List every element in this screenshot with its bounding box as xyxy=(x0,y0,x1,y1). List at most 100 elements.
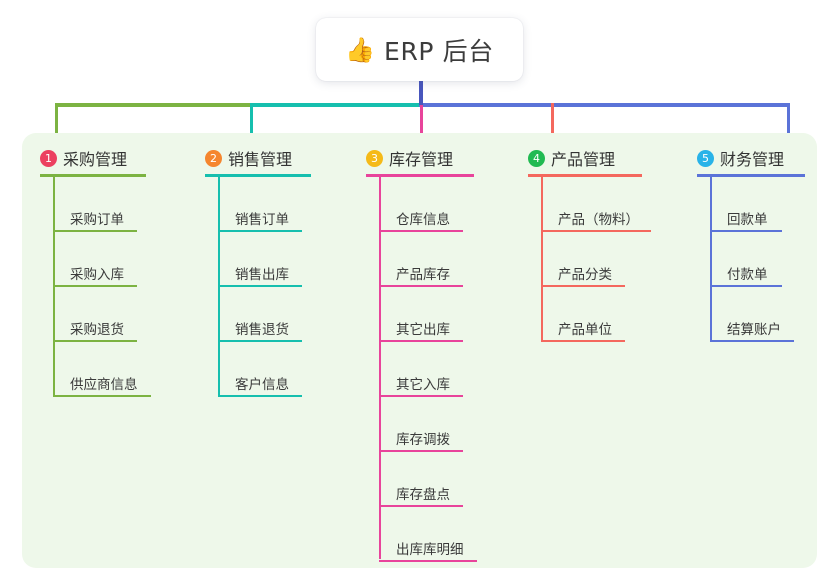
connector-stem-1 xyxy=(55,103,58,137)
connector-stem-4 xyxy=(551,103,554,137)
branch-header-rule xyxy=(697,174,805,177)
leaf-item[interactable]: 产品分类 xyxy=(528,232,642,287)
branch-header-rule xyxy=(40,174,146,177)
leaf-underline xyxy=(53,340,137,342)
leaf-label: 库存盘点 xyxy=(396,487,450,504)
leaf-item[interactable]: 仓库信息 xyxy=(366,177,474,232)
leaf-label: 回款单 xyxy=(727,212,768,229)
leaf-label: 供应商信息 xyxy=(70,377,138,394)
leaf-label: 产品单位 xyxy=(558,322,612,339)
leaf-label: 其它出库 xyxy=(396,322,450,339)
leaf-underline xyxy=(710,230,782,232)
leaf-item[interactable]: 采购退货 xyxy=(40,287,146,342)
leaf-item[interactable]: 其它入库 xyxy=(366,342,474,397)
branch-number-badge: 3 xyxy=(366,149,383,167)
leaf-underline xyxy=(218,230,302,232)
leaf-underline xyxy=(541,285,625,287)
branch-header-采购管理[interactable]: 1 采购管理 xyxy=(40,146,146,170)
leaf-underline xyxy=(53,395,151,397)
leaf-item[interactable]: 产品单位 xyxy=(528,287,642,342)
leaf-underline xyxy=(379,560,477,562)
branch-column-采购管理: 1 采购管理采购订单采购入库采购退货供应商信息 xyxy=(40,146,151,397)
leaf-underline xyxy=(53,230,137,232)
branch-header-销售管理[interactable]: 2 销售管理 xyxy=(205,146,311,170)
branch-header-库存管理[interactable]: 3 库存管理 xyxy=(366,146,474,170)
leaf-underline xyxy=(218,340,302,342)
branch-title: 库存管理 xyxy=(389,150,454,169)
leaf-label: 付款单 xyxy=(727,267,768,284)
leaf-item[interactable]: 回款单 xyxy=(697,177,805,232)
branch-spine xyxy=(541,177,543,340)
leaf-item[interactable]: 库存调拨 xyxy=(366,397,474,452)
leaf-label: 产品（物料） xyxy=(558,212,639,229)
leaf-item[interactable]: 结算账户 xyxy=(697,287,805,342)
branch-number-badge: 5 xyxy=(697,149,714,167)
branch-spine xyxy=(710,177,712,340)
root-node-erp-backend[interactable]: 👍 ERP 后台 xyxy=(316,18,523,81)
thumbs-up-icon: 👍 xyxy=(345,35,376,64)
branch-header-rule xyxy=(366,174,474,177)
leaf-label: 销售退货 xyxy=(235,322,289,339)
leaf-item[interactable]: 采购订单 xyxy=(40,177,146,232)
leaf-underline xyxy=(379,285,463,287)
leaf-label: 采购入库 xyxy=(70,267,124,284)
connector-stem-2 xyxy=(250,103,253,137)
leaf-label: 产品库存 xyxy=(396,267,450,284)
branch-title: 产品管理 xyxy=(551,150,616,169)
branch-leaf-list: 回款单付款单结算账户 xyxy=(697,177,805,342)
branch-title: 财务管理 xyxy=(720,150,785,169)
leaf-underline xyxy=(379,395,463,397)
branch-number-badge: 2 xyxy=(205,149,222,167)
connector-stem-3 xyxy=(420,103,423,137)
branch-leaf-list: 产品（物料） 产品分类产品单位 xyxy=(528,177,651,342)
leaf-item[interactable]: 付款单 xyxy=(697,232,805,287)
leaf-label: 产品分类 xyxy=(558,267,612,284)
branch-header-财务管理[interactable]: 5 财务管理 xyxy=(697,146,805,170)
leaf-underline xyxy=(379,230,463,232)
connector-hbar-2 xyxy=(250,103,421,107)
branch-header-rule xyxy=(205,174,311,177)
branch-number-badge: 1 xyxy=(40,149,57,167)
leaf-item[interactable]: 供应商信息 xyxy=(40,342,151,397)
leaf-underline xyxy=(218,285,302,287)
branch-leaf-list: 采购订单采购入库采购退货供应商信息 xyxy=(40,177,151,397)
leaf-label: 销售订单 xyxy=(235,212,289,229)
leaf-label: 采购退货 xyxy=(70,322,124,339)
leaf-label: 销售出库 xyxy=(235,267,289,284)
leaf-label: 客户信息 xyxy=(235,377,289,394)
branch-column-库存管理: 3 库存管理仓库信息产品库存其它出库其它入库库存调拨库存盘点出库库明细 xyxy=(366,146,477,562)
leaf-underline xyxy=(379,450,463,452)
branch-title: 采购管理 xyxy=(63,150,128,169)
leaf-item[interactable]: 产品（物料） xyxy=(528,177,651,232)
branch-title: 销售管理 xyxy=(228,150,293,169)
leaf-underline xyxy=(541,230,651,232)
branch-column-销售管理: 2 销售管理销售订单销售出库销售退货客户信息 xyxy=(205,146,311,397)
connector-stem-5 xyxy=(787,103,790,137)
connector-hbar-1 xyxy=(55,103,250,107)
leaf-label: 采购订单 xyxy=(70,212,124,229)
diagram-background-panel xyxy=(22,133,817,568)
branch-leaf-list: 仓库信息产品库存其它出库其它入库库存调拨库存盘点出库库明细 xyxy=(366,177,477,562)
root-node-title: ERP 后台 xyxy=(384,36,494,66)
leaf-item[interactable]: 产品库存 xyxy=(366,232,474,287)
leaf-underline xyxy=(379,340,463,342)
leaf-underline xyxy=(541,340,625,342)
leaf-item[interactable]: 采购入库 xyxy=(40,232,146,287)
leaf-item[interactable]: 出库库明细 xyxy=(366,507,477,562)
leaf-label: 出库库明细 xyxy=(396,542,464,559)
leaf-label: 结算账户 xyxy=(727,322,781,339)
leaf-item[interactable]: 销售退货 xyxy=(205,287,311,342)
leaf-item[interactable]: 销售订单 xyxy=(205,177,311,232)
leaf-item[interactable]: 库存盘点 xyxy=(366,452,474,507)
branch-spine xyxy=(379,177,381,559)
leaf-label: 库存调拨 xyxy=(396,432,450,449)
leaf-item[interactable]: 其它出库 xyxy=(366,287,474,342)
leaf-underline xyxy=(53,285,137,287)
leaf-item[interactable]: 客户信息 xyxy=(205,342,311,397)
leaf-item[interactable]: 销售出库 xyxy=(205,232,311,287)
leaf-underline xyxy=(379,505,463,507)
leaf-underline xyxy=(710,285,782,287)
leaf-underline xyxy=(710,340,794,342)
